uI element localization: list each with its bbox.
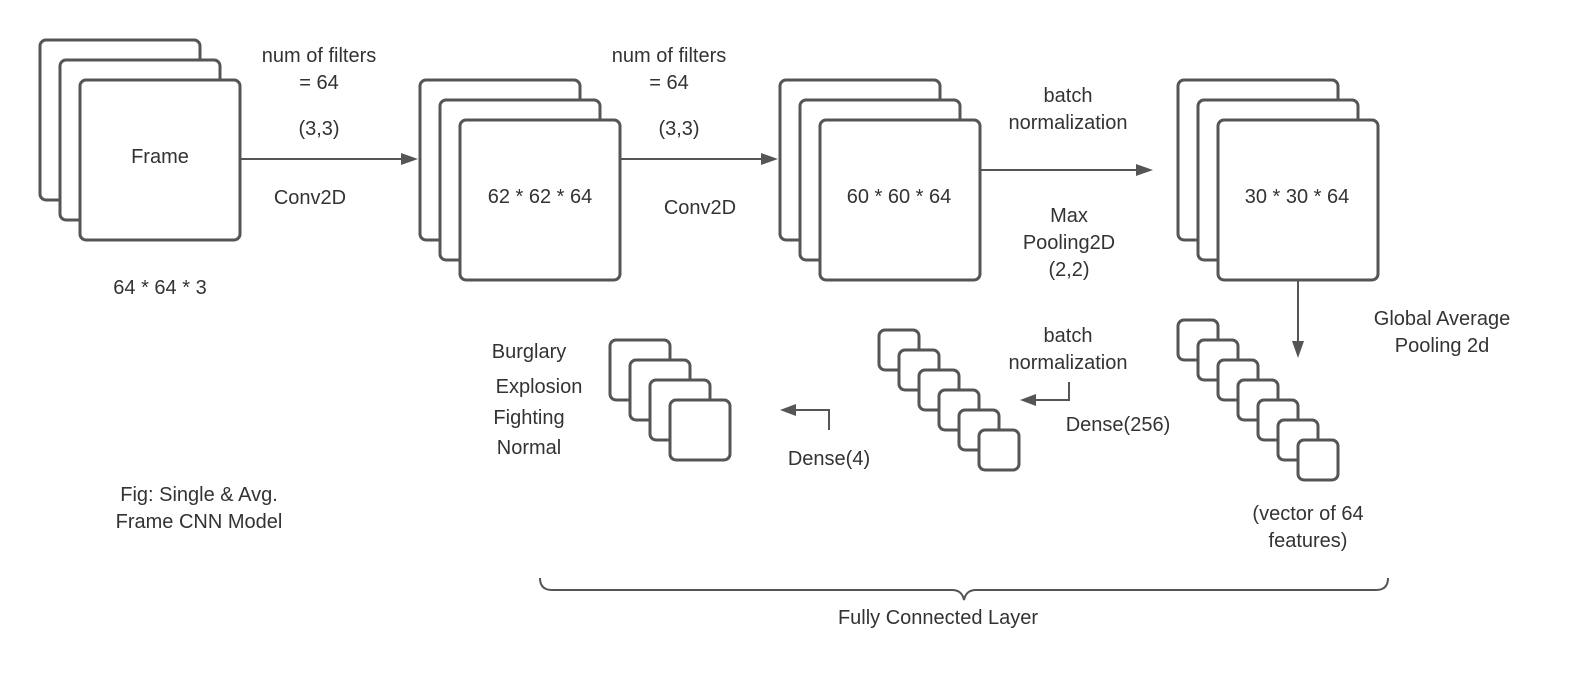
input-size-label: 64 * 64 * 3: [113, 277, 206, 299]
conv2-op-label: Conv2D: [664, 197, 736, 219]
conv1-arrow: [240, 153, 418, 165]
input-frame-label: Frame: [131, 146, 189, 168]
conv1-output-size: 62 * 62 * 64: [488, 186, 593, 208]
dense256-op-label: Dense(256): [1066, 414, 1171, 436]
conv1-filters-line2: = 64: [299, 72, 338, 94]
class-label-burglary: Burglary: [492, 341, 566, 363]
conv2-arrow: [620, 153, 778, 165]
class-label-normal: Normal: [497, 437, 561, 459]
fully-connected-brace: [539, 577, 1389, 601]
pool-op-line2: Pooling2D: [1023, 232, 1115, 254]
conv2-kernel-label: (3,3): [658, 118, 699, 140]
dense256-norm-line2: normalization: [1009, 352, 1128, 374]
conv1-filters-line1: num of filters: [262, 45, 376, 67]
pool-output-size: 30 * 30 * 64: [1245, 186, 1350, 208]
dense4-arrow: [780, 404, 830, 430]
gap-output-line2: features): [1269, 530, 1348, 552]
dense256-arrow: [1020, 382, 1070, 406]
conv1-output-stack: [418, 78, 622, 282]
conv2-output-size: 60 * 60 * 64: [847, 186, 952, 208]
gap-arrow: [1292, 281, 1304, 358]
output-class-stack: [608, 338, 732, 462]
pool-op-line1: Max: [1050, 205, 1088, 227]
fully-connected-label: Fully Connected Layer: [838, 607, 1038, 629]
gap-output-line1: (vector of 64: [1252, 503, 1363, 525]
gap-op-line2: Pooling 2d: [1395, 335, 1490, 357]
pool-norm-line2: normalization: [1009, 112, 1128, 134]
figure-caption-line1: Fig: Single & Avg.: [120, 484, 278, 506]
class-label-fighting: Fighting: [493, 407, 564, 429]
dense4-op-label: Dense(4): [788, 448, 870, 470]
pool-arrow: [980, 164, 1153, 176]
dense256-vector-stack: [877, 328, 1021, 472]
conv2-filters-line1: num of filters: [612, 45, 726, 67]
pool-norm-line1: batch: [1044, 85, 1093, 107]
conv1-kernel-label: (3,3): [298, 118, 339, 140]
gap-op-line1: Global Average: [1374, 308, 1510, 330]
pool-op-line3: (2,2): [1048, 259, 1089, 281]
pool-output-stack: [1176, 78, 1380, 282]
conv1-op-label: Conv2D: [274, 187, 346, 209]
conv2-filters-line2: = 64: [649, 72, 688, 94]
conv2-output-stack: [778, 78, 982, 282]
figure-caption-line2: Frame CNN Model: [116, 511, 283, 533]
gap-vector-stack: [1176, 318, 1340, 482]
dense256-norm-line1: batch: [1044, 325, 1093, 347]
class-label-explosion: Explosion: [496, 376, 583, 398]
input-frame-stack: [38, 38, 242, 242]
